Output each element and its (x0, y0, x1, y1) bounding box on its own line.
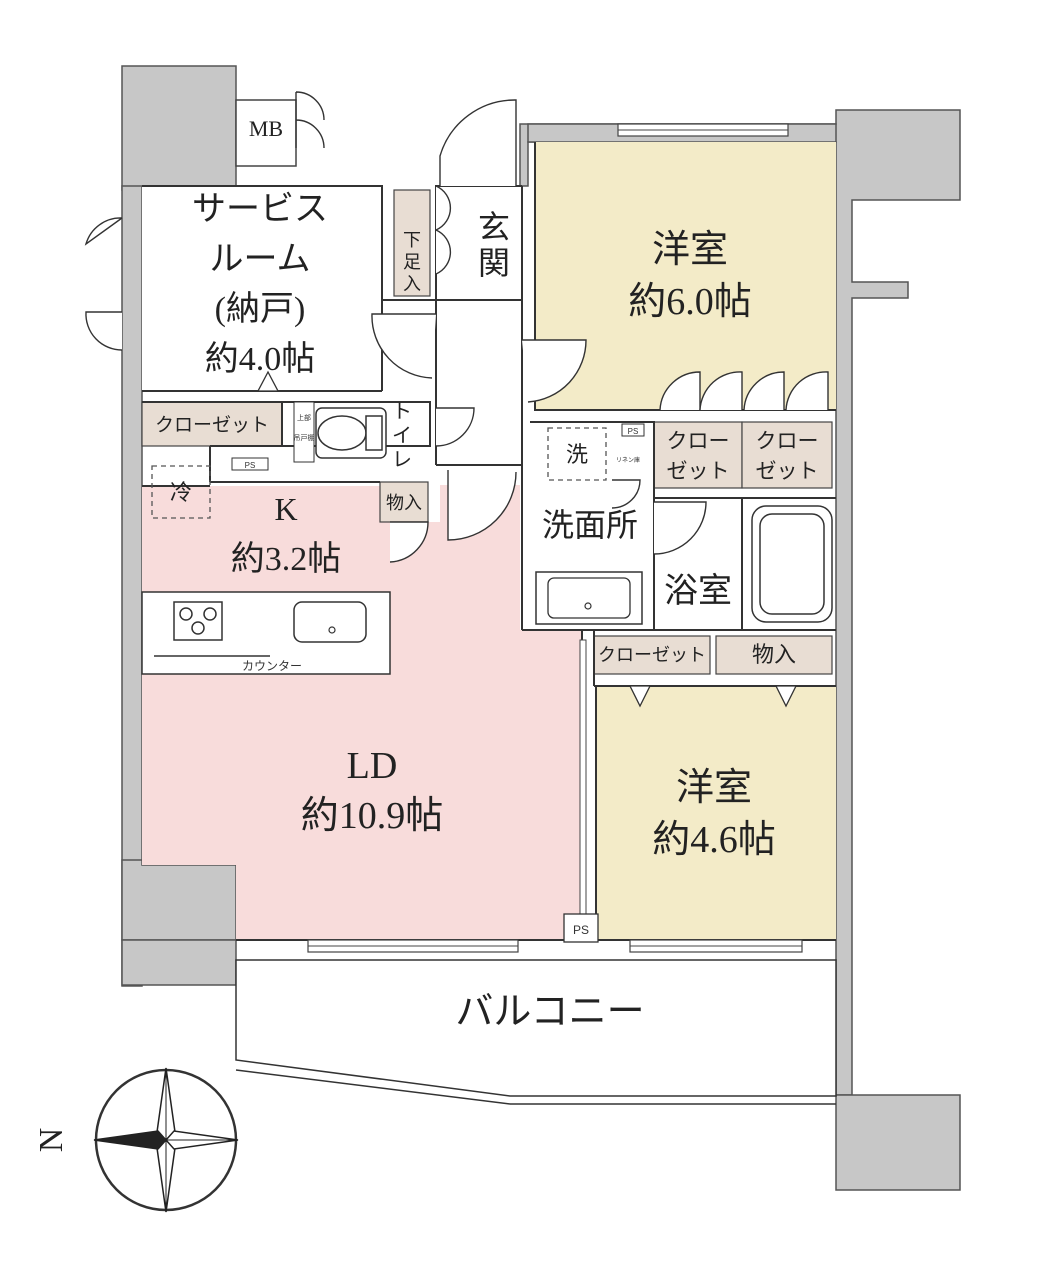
storage-kitchen-box (379, 481, 429, 523)
shoe-storage-box (393, 189, 431, 297)
mb-label: MB (249, 116, 283, 141)
bathroom-name: 浴室 (664, 572, 732, 610)
linen-label: リネン庫 (616, 456, 640, 464)
closet-west1-a-line1: クロー (667, 429, 730, 453)
western-room-1-fill (535, 142, 836, 410)
western-room-2-name: 洋室 (676, 767, 752, 809)
ps-1-box (231, 457, 269, 471)
western-room-1-area: 約6.0帖 (628, 281, 752, 323)
entrance-door (439, 99, 517, 186)
linen-door (611, 479, 641, 509)
door-arcs (256, 185, 829, 708)
shoe-storage-line3: 入 (403, 274, 421, 294)
washer-box (547, 427, 607, 481)
bathtub (751, 505, 833, 623)
western-room-1-name: 洋室 (652, 229, 728, 271)
closet-west1-b-line2: ゼット (756, 459, 819, 483)
upper-cabinet-box (293, 401, 315, 463)
outer-walls (121, 65, 961, 1191)
entrance-line2: 関 (478, 245, 510, 281)
ld-area: 約10.9帖 (301, 795, 444, 837)
western-room-2-fill (596, 686, 836, 941)
toilet-line2: イ (392, 425, 412, 447)
storage-hall-label: 物入 (752, 642, 796, 667)
closet-west1-b-box (741, 421, 833, 489)
fridge-box (151, 465, 211, 519)
toilet-line3: レ (392, 449, 412, 471)
kitchen-area: 約3.2帖 (231, 540, 342, 578)
compass-icon (93, 1067, 239, 1213)
service-window-bottom (85, 311, 123, 351)
windows (307, 123, 803, 953)
western-room-2-area: 約4.6帖 (652, 819, 776, 861)
balcony-name: バルコニー (455, 991, 644, 1033)
ps-3-label: PS (573, 923, 589, 937)
ps-2-label: PS (628, 427, 639, 436)
ps-1-label: PS (245, 461, 256, 470)
closet-hall-label: クローゼット (598, 645, 706, 665)
service-window-top (84, 217, 123, 246)
closet-west1-b-line1: クロー (756, 429, 819, 453)
toilet-line1: ト (392, 401, 412, 423)
ps-3-box (563, 913, 599, 943)
mb-door (295, 91, 325, 149)
closet-west1-a-line2: ゼット (667, 459, 730, 483)
north-label: N (33, 1128, 70, 1153)
washbasin (535, 571, 643, 625)
service-room-line1: サービス (192, 191, 328, 228)
service-room-line3: (納戸) (215, 290, 306, 328)
service-room-line2: ルーム (210, 241, 311, 278)
shoe-storage-line1: 下 (403, 230, 421, 250)
toilet-fixture (315, 407, 387, 459)
washroom-name: 洗面所 (542, 507, 638, 543)
service-room-area: 約4.0帖 (205, 340, 316, 378)
counter-label: カウンター (242, 659, 302, 673)
storage-kitchen-label: 物入 (386, 493, 422, 513)
closet-service-label: クローゼット (155, 414, 269, 436)
ps-2-box (621, 423, 645, 437)
washer-label: 洗 (566, 442, 588, 467)
balcony-area (235, 959, 837, 1097)
entrance-line1: 玄 (478, 209, 510, 245)
stove-icon (173, 601, 223, 641)
sink-icon (293, 601, 367, 643)
upper-cabinet-line1: 上部 (297, 413, 311, 422)
service-room-fill (142, 186, 382, 391)
mb-box (235, 99, 297, 167)
kitchen-name: K (274, 491, 297, 527)
shoe-storage-line2: 足 (403, 252, 421, 272)
storage-hall-box (715, 635, 833, 675)
fridge-label: 冷 (170, 480, 192, 505)
ld-name: LD (347, 745, 398, 787)
upper-cabinet-line2: 吊戸棚 (294, 433, 315, 442)
